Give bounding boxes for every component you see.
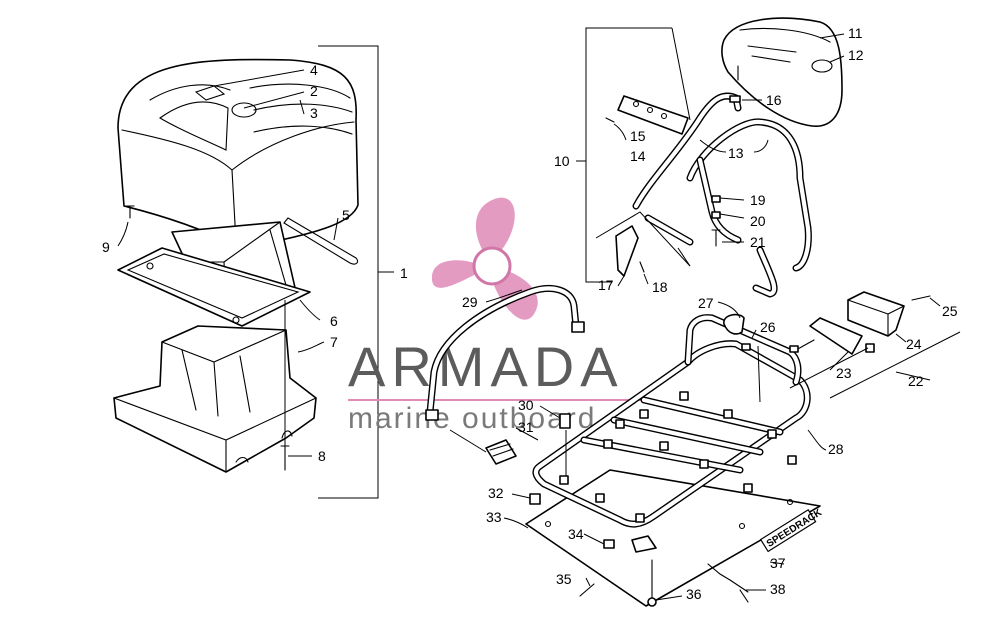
callout-29: 29: [462, 294, 478, 310]
callout-15: 15: [630, 128, 646, 144]
callout-8: 8: [318, 448, 326, 464]
callout-26: 26: [760, 319, 776, 335]
clip-34: [603, 535, 657, 553]
backrest-pad: [721, 17, 843, 127]
callout-numbers: 1 2 3 4 5 6 7 8 9 10 11 12 13 14 15 16 1…: [102, 25, 958, 602]
tail-light-24: [847, 291, 905, 337]
callout-33: 33: [486, 509, 502, 525]
cap-32: [529, 493, 541, 505]
callout-34: 34: [568, 526, 584, 542]
callout-5: 5: [342, 207, 350, 223]
callout-22: 22: [908, 373, 924, 389]
light-housing-23: [789, 317, 875, 355]
callout-17: 17: [598, 277, 614, 293]
pin-35: [579, 583, 595, 597]
callout-28: 28: [828, 441, 844, 457]
callout-37: 37: [770, 555, 786, 571]
callout-12: 12: [848, 47, 864, 63]
callout-2: 2: [310, 83, 318, 99]
callout-27: 27: [698, 295, 714, 311]
callout-10: 10: [554, 153, 570, 169]
grip-31: [485, 439, 517, 465]
fastener-9: [125, 205, 135, 219]
callout-16: 16: [766, 92, 782, 108]
callout-32: 32: [488, 485, 504, 501]
watermark-subtitle: marine outboard: [348, 402, 596, 435]
callout-24: 24: [906, 336, 922, 352]
callout-3: 3: [310, 105, 318, 121]
callout-7: 7: [330, 334, 338, 350]
propeller-logo: [431, 197, 538, 320]
reflector-27: [723, 313, 745, 335]
callout-38: 38: [770, 581, 786, 597]
seat-cover: [117, 58, 359, 245]
bar-38: [707, 563, 749, 603]
callout-4: 4: [310, 62, 318, 78]
floor-plate-33: [525, 469, 821, 607]
callout-20: 20: [750, 213, 766, 229]
bolt-26: [741, 343, 761, 403]
callout-31: 31: [518, 419, 534, 435]
bolt-36: [647, 559, 657, 607]
watermark-title: ARMADA: [348, 335, 624, 398]
callout-30: 30: [518, 397, 534, 413]
seat-base-plate: [117, 247, 311, 327]
callout-19: 19: [750, 192, 766, 208]
wire-25: [911, 295, 931, 301]
callout-23: 23: [836, 365, 852, 381]
callout-14: 14: [630, 148, 646, 164]
callout-6: 6: [330, 313, 338, 329]
nut-30: [559, 413, 571, 476]
bolt-8: [280, 300, 290, 471]
rack-frame-28: [532, 314, 811, 528]
rail-29: [425, 285, 585, 421]
screw-18: [639, 261, 645, 273]
callout-21: 21: [750, 234, 766, 250]
callout-11: 11: [848, 25, 863, 41]
watermark: ARMADA marine outboard: [348, 197, 648, 435]
callout-18: 18: [652, 279, 668, 295]
storage-box: [113, 325, 317, 473]
screw-15: [605, 117, 615, 123]
callout-25: 25: [942, 303, 958, 319]
callout-9: 9: [102, 239, 110, 255]
bolts-19-21: [711, 195, 721, 247]
strap-5: [283, 217, 359, 265]
callout-36: 36: [686, 586, 702, 602]
callout-13: 13: [728, 145, 744, 161]
mount-plate-14: [617, 95, 689, 135]
callout-35: 35: [556, 571, 572, 587]
bracket-17: [615, 225, 639, 277]
bolt-16: [729, 95, 741, 103]
callout-1: 1: [400, 265, 408, 281]
